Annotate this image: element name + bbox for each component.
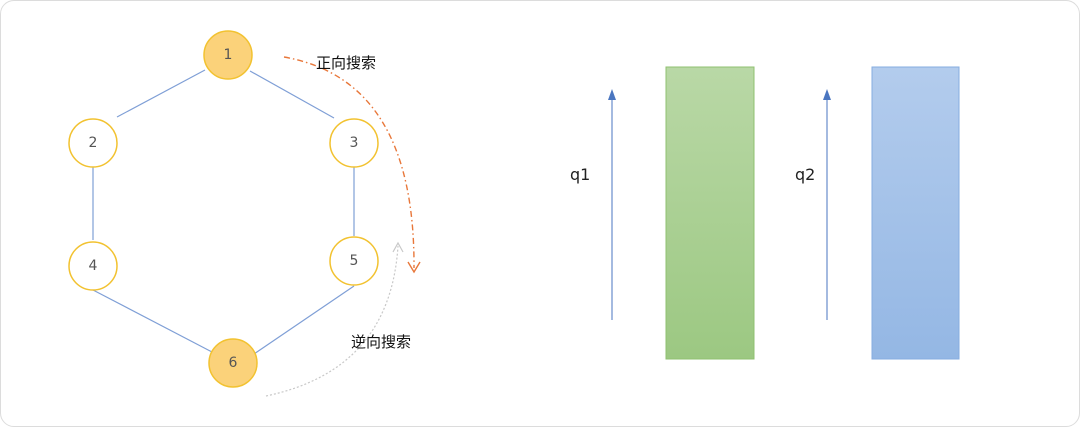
node-label: 5	[350, 253, 359, 269]
queue-q1: q1	[570, 66, 755, 360]
edge-1-2	[116, 69, 206, 118]
graph-edges	[92, 69, 355, 355]
graph-node-6: 6	[208, 338, 258, 388]
arrowhead-icon	[608, 89, 616, 100]
arrowhead-icon	[823, 89, 831, 100]
node-label: 1	[224, 47, 233, 63]
node-label: 6	[229, 355, 238, 371]
graph-node-5: 5	[329, 236, 379, 286]
edge-4-6	[92, 289, 213, 353]
graph-node-2: 2	[68, 118, 118, 168]
queue-q2: q2	[795, 66, 960, 360]
forward-search-arrow	[283, 56, 421, 274]
queue-q1-bar	[665, 66, 755, 360]
edge-1-3	[249, 70, 335, 119]
graph-node-3: 3	[329, 118, 379, 168]
node-label: 3	[350, 135, 359, 151]
backward-search-label: 逆向搜索	[351, 333, 411, 351]
edge-5-6	[253, 285, 355, 355]
graph-node-1: 1	[203, 30, 253, 80]
queue-q1-label: q1	[570, 165, 590, 184]
backward-search-arrow	[265, 241, 404, 397]
queue-q2-label: q2	[795, 165, 815, 184]
graph-node-4: 4	[68, 241, 118, 291]
node-label: 2	[89, 135, 98, 151]
node-label: 4	[89, 258, 98, 274]
queue-q2-bar	[871, 66, 960, 360]
forward-search-label: 正向搜索	[316, 54, 376, 72]
